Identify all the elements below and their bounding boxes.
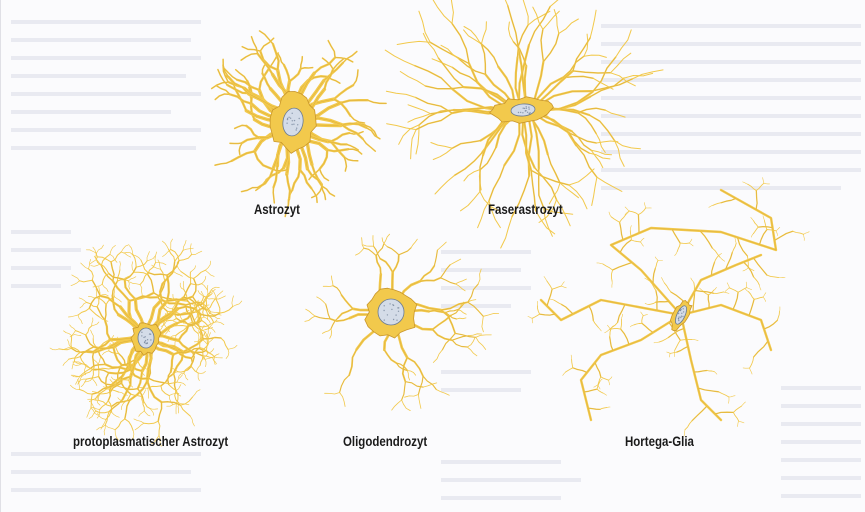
label-protoplasmatischer-astrozyt: protoplasmatischer Astrozyt [73,433,228,449]
label-astrozyt: Astrozyt [254,201,300,217]
label-faserastrozyt: Faserastrozyt [488,201,563,217]
hortega-glia-cell [528,178,809,436]
label-oligodendrozyt: Oligodendrozyt [343,433,427,449]
label-hortega-glia: Hortega-Glia [625,433,694,449]
oligodendrozyt-cell [305,234,499,410]
protoplasmatischer-astrozyt-cell [50,239,242,446]
astrozyt-cell [212,31,386,217]
